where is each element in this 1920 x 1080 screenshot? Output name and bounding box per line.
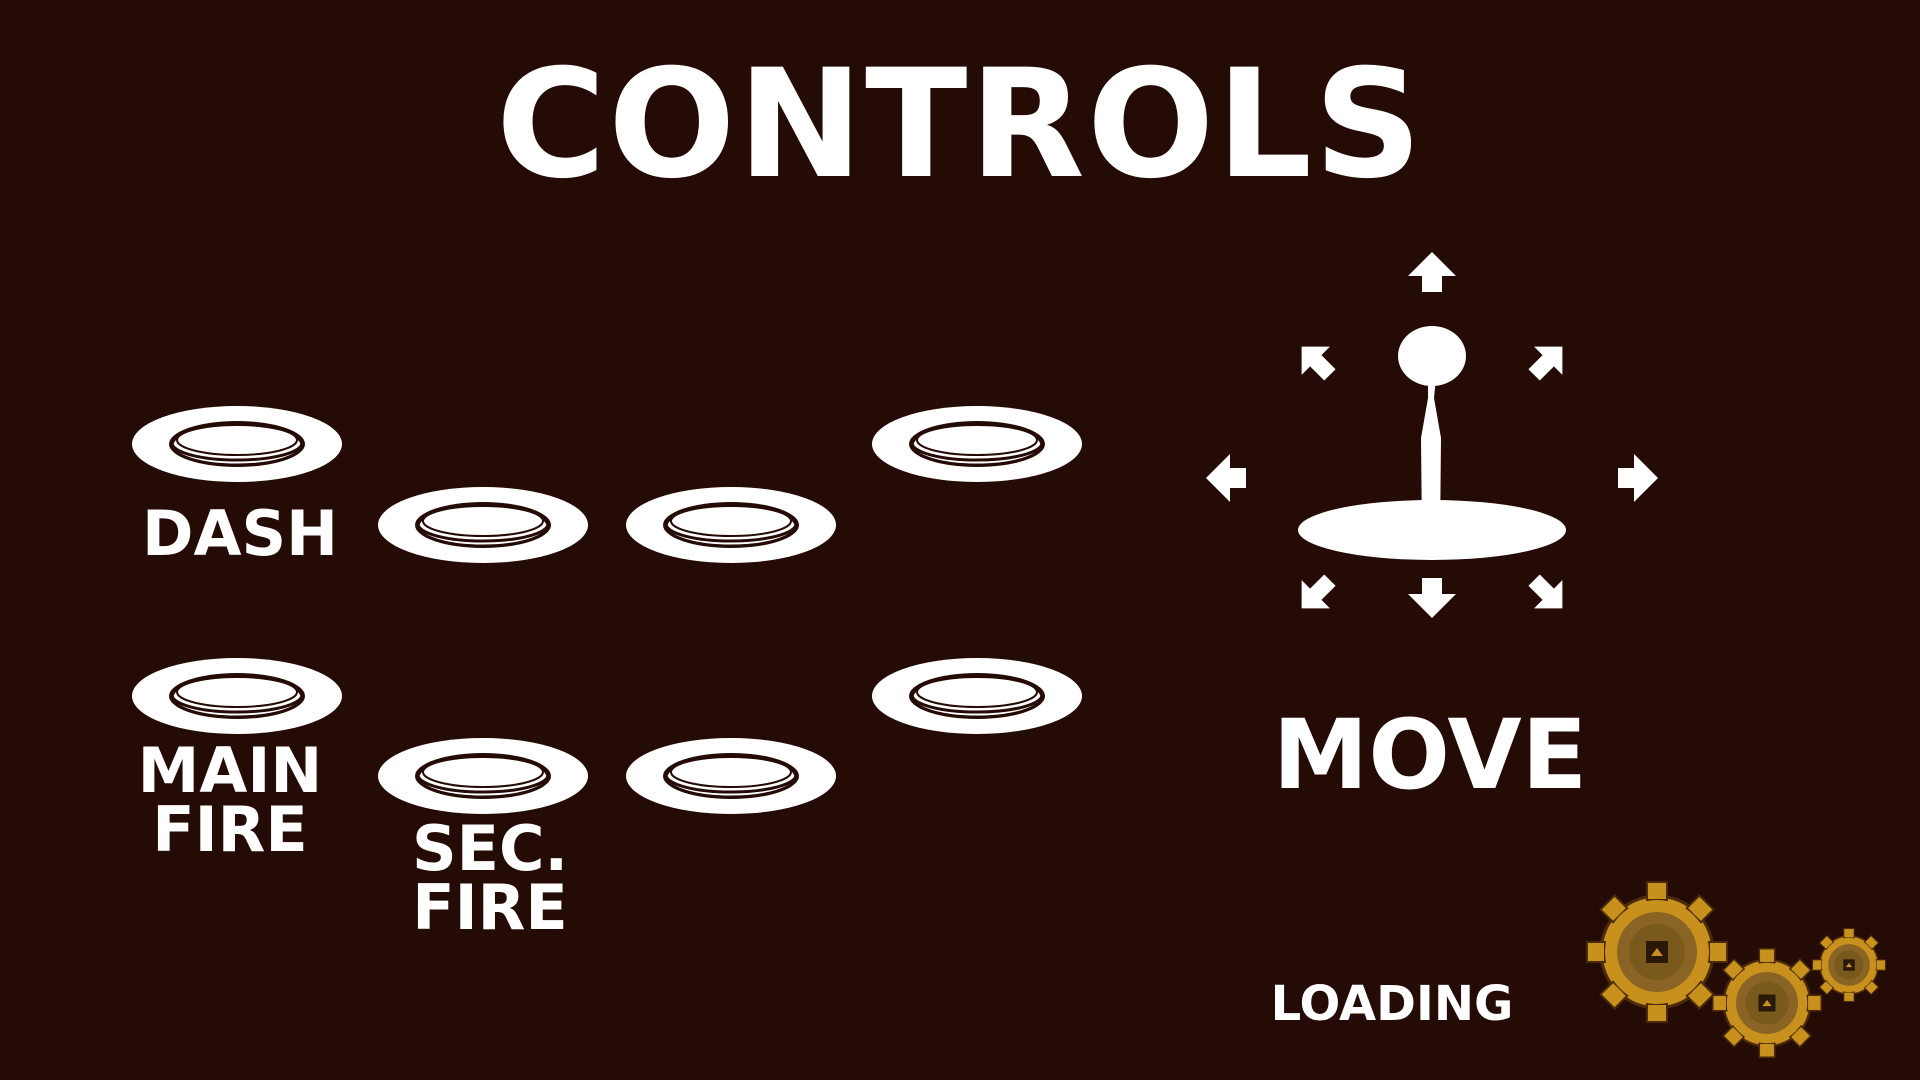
dash-label: DASH <box>142 497 338 570</box>
arrow-right-icon <box>1618 454 1658 502</box>
arcade-button-bottom-4 <box>871 657 1083 735</box>
gear-medium-icon <box>1712 948 1822 1058</box>
arrow-down-icon <box>1408 578 1456 618</box>
main-fire-button <box>131 657 343 735</box>
sec-fire-label: SEC. FIRE <box>411 812 569 944</box>
arrow-up-icon <box>1408 252 1456 292</box>
arcade-button-bottom-3 <box>625 737 837 815</box>
arrow-down-left-icon <box>1301 574 1336 609</box>
screen-title: CONTROLS <box>495 38 1425 212</box>
arcade-button-top-3 <box>625 486 837 564</box>
arrow-down-right-icon <box>1528 574 1563 609</box>
arrow-left-icon <box>1206 454 1246 502</box>
arrow-up-right-icon <box>1528 346 1563 381</box>
gear-large-icon <box>1586 881 1728 1023</box>
dash-button <box>131 405 343 483</box>
arcade-button-top-2 <box>377 486 589 564</box>
main-fire-label: MAIN FIRE <box>137 734 323 866</box>
move-label: MOVE <box>1272 699 1588 811</box>
sec-fire-button <box>377 737 589 815</box>
gear-small-icon <box>1812 928 1886 1002</box>
arrow-up-left-icon <box>1301 346 1336 381</box>
joystick-icon <box>1206 252 1658 618</box>
loading-text: LOADING <box>1270 976 1514 1032</box>
arcade-button-top-4 <box>871 405 1083 483</box>
